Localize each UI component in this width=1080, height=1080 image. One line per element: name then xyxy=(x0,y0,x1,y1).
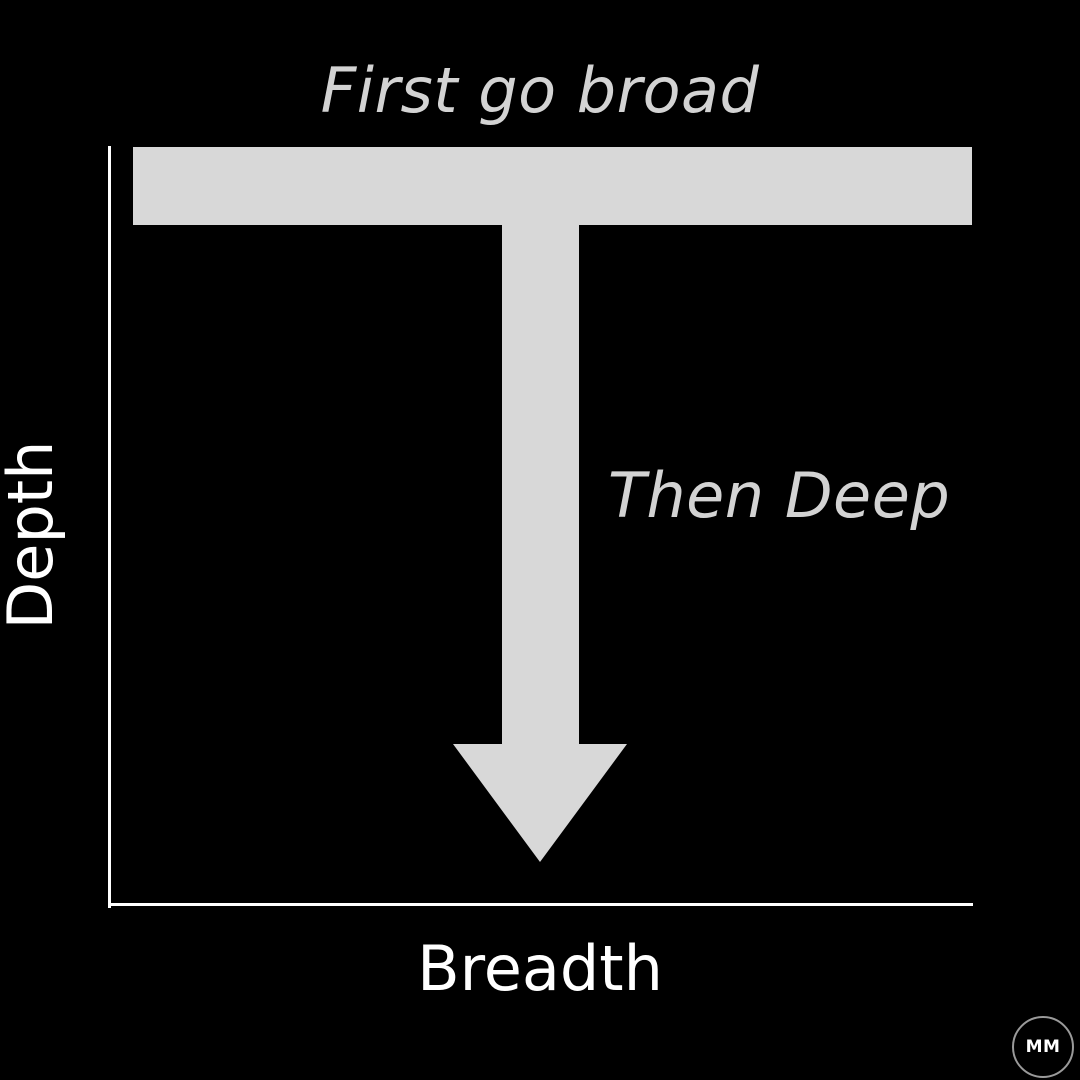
annotation-then-deep: Then Deep xyxy=(608,459,951,532)
x-axis-label-breadth: Breadth xyxy=(417,932,663,1005)
watermark-badge: MM xyxy=(1012,1016,1074,1078)
annotation-first-go-broad: First go broad xyxy=(320,54,760,127)
watermark-badge-text: MM xyxy=(1025,1036,1061,1057)
y-axis-line xyxy=(108,146,111,908)
y-axis-label-depth: Depth xyxy=(0,440,67,630)
x-axis-line xyxy=(108,903,973,906)
